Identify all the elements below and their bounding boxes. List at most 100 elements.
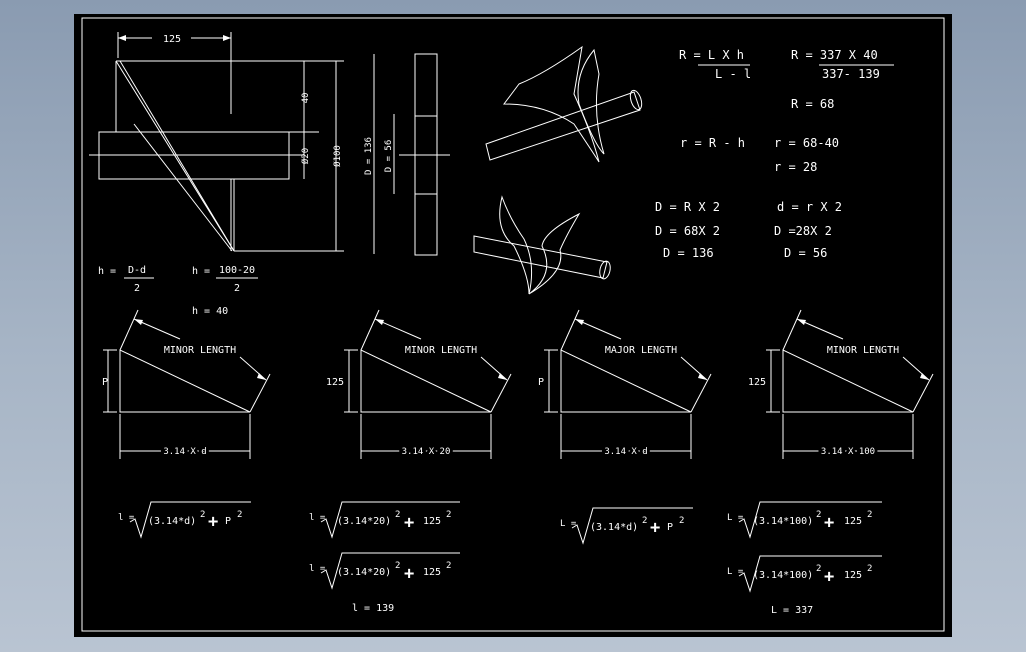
r-line2: R = 68 xyxy=(791,97,834,111)
triangle-shape xyxy=(360,349,492,413)
helix-curve-a xyxy=(115,60,235,252)
r-line3b: r = 68-40 xyxy=(774,136,839,150)
h-num1: D-d xyxy=(128,265,146,276)
triangle-shape xyxy=(560,349,692,413)
dim-40-label: 40 xyxy=(301,93,311,104)
formula-lhs: L = xyxy=(727,567,744,577)
formula-exp2: 2 xyxy=(679,516,684,526)
r-line4: r = 28 xyxy=(774,160,817,174)
triangle-base: 3.14 X d xyxy=(163,447,206,457)
formula-lhs: l = xyxy=(309,513,326,523)
d-row3b: D = 56 xyxy=(784,246,827,260)
triangle-base: 3.14 X d xyxy=(604,447,647,457)
length-formula-4: L = (3.14*d) 2 + P 2 xyxy=(560,507,693,545)
length-formula-6: L = (3.14*100) 2 + 125 2 xyxy=(727,555,882,593)
r-line1-rhs: R = 337 X 40 xyxy=(791,48,878,62)
formula-base: (3.14*100) xyxy=(753,516,813,527)
formula-plus: + xyxy=(824,513,834,533)
radical-sign xyxy=(738,501,882,539)
formula-exp1: 2 xyxy=(200,510,205,520)
triangle-label: MAJOR LENGTH xyxy=(605,345,677,356)
formula-base: (3.14*100) xyxy=(753,570,813,581)
formula-lhs: l = xyxy=(118,513,135,523)
ext-line xyxy=(249,373,271,413)
h-formula: h = D-d 2 h = 100-20 2 h = 40 xyxy=(98,265,258,317)
formula-plus: + xyxy=(404,513,414,533)
development-triangle-4: MINOR LENGTH 125 3.14 X 100 xyxy=(748,309,934,460)
elevation-view: 125 40 Ø20 Ø100 D = 136 D = 56 xyxy=(89,32,450,256)
formula-term: 125 xyxy=(844,516,862,527)
ext-line xyxy=(912,373,934,413)
h-lhs: h = xyxy=(98,266,116,277)
ext-line xyxy=(782,309,802,351)
ext-line xyxy=(490,373,512,413)
triangle-height: P xyxy=(102,377,108,388)
radical-sign xyxy=(320,501,460,539)
drawing-sheet: 125 40 Ø20 Ø100 D = 136 D = 56 h = D-d 2… xyxy=(74,14,952,637)
helix-curve-b xyxy=(119,60,235,252)
triangle-label: MINOR LENGTH xyxy=(827,345,899,356)
formula-term: 125 xyxy=(423,516,441,527)
formula-base: (3.14*d) xyxy=(590,522,638,533)
formula-exp2: 2 xyxy=(867,510,872,520)
development-triangle-3: MAJOR LENGTH P 3.14 X d xyxy=(538,309,712,460)
formula-exp1: 2 xyxy=(642,516,647,526)
length-formula-5: L = (3.14*100) 2 + 125 2 xyxy=(727,501,882,539)
ext-line xyxy=(690,373,712,413)
triangle-shape xyxy=(119,349,251,413)
r-formula: R = L X h L - l R = 337 X 40 337- 139 R … xyxy=(679,48,894,174)
d-row1a: D = R X 2 xyxy=(655,200,720,214)
dim-d136-label: D = 136 xyxy=(364,137,374,175)
r-line1-den: L - l xyxy=(715,67,751,81)
dim-d56-label: D = 56 xyxy=(384,140,394,173)
development-triangle-1: MINOR LENGTH P 3.14 X d xyxy=(102,309,271,460)
formula-base: (3.14*d) xyxy=(148,516,196,527)
flight-3d-lower-b xyxy=(528,212,581,295)
h-den2: 2 xyxy=(234,283,240,294)
shaft-3d-upper xyxy=(485,91,641,161)
h-den1: 2 xyxy=(134,283,140,294)
length-formula-2: l = (3.14*20) 2 + 125 2 xyxy=(309,501,460,539)
development-triangle-2: MINOR LENGTH 125 3.14 X 20 xyxy=(326,309,512,460)
formula-plus: + xyxy=(650,518,660,538)
h-num2: 100-20 xyxy=(219,265,255,276)
formula-exp1: 2 xyxy=(816,564,821,574)
dim-d20-label: Ø20 xyxy=(300,148,311,164)
formula-plus: + xyxy=(208,512,218,532)
shaft-end-upper xyxy=(629,89,643,111)
shaft-3d-lower xyxy=(473,235,608,279)
radical-sign xyxy=(320,552,460,590)
formula-exp2: 2 xyxy=(867,564,872,574)
h-lhs2: h = xyxy=(192,266,210,277)
formula-plus: + xyxy=(824,567,834,587)
radical-sign xyxy=(571,507,693,545)
triangle-shape xyxy=(782,349,914,413)
radical-sign xyxy=(738,555,882,593)
triangle-height: 125 xyxy=(326,377,344,388)
triangle-height: P xyxy=(538,377,544,388)
cad-drawing: 125 40 Ø20 Ø100 D = 136 D = 56 h = D-d 2… xyxy=(81,17,945,632)
flight-3d-lower-a xyxy=(499,195,533,295)
d-row3a: D = 136 xyxy=(663,246,714,260)
formula-exp2: 2 xyxy=(446,561,451,571)
formula-term: P xyxy=(667,522,673,533)
h-result: h = 40 xyxy=(192,306,228,317)
dim-125-label: 125 xyxy=(163,34,181,45)
length-formula-1: l = (3.14*d) 2 + P 2 xyxy=(118,501,251,539)
formula-lhs: l = xyxy=(309,564,326,574)
formula-base: (3.14*20) xyxy=(337,516,391,527)
triangle-label: MINOR LENGTH xyxy=(405,345,477,356)
r-line3a: r = R - h xyxy=(680,136,745,150)
formula-exp1: 2 xyxy=(395,561,400,571)
d-row2b: D =28X 2 xyxy=(774,224,832,238)
formula-exp2: 2 xyxy=(237,510,242,520)
formula-lhs: L = xyxy=(560,519,577,529)
result-major-length: L = 337 xyxy=(771,605,813,616)
radical-sign xyxy=(129,501,251,539)
d-formula: D = R X 2 d = r X 2 D = 68X 2 D =28X 2 D… xyxy=(655,200,842,260)
flight-3d-upper-b xyxy=(577,48,605,155)
ext-line xyxy=(560,309,580,351)
d-row2a: D = 68X 2 xyxy=(655,224,720,238)
triangle-base: 3.14 X 20 xyxy=(402,447,451,457)
formula-exp1: 2 xyxy=(395,510,400,520)
